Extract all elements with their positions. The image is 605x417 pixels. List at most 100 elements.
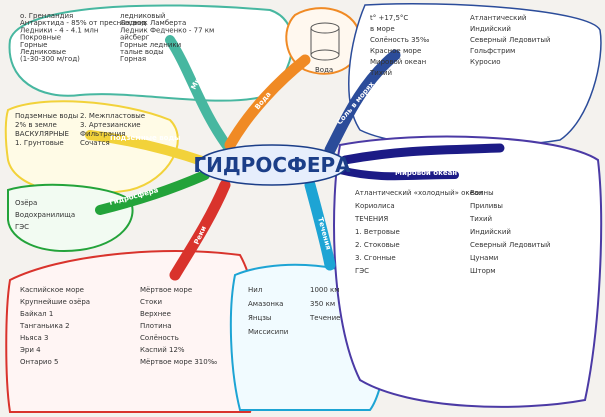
arrow-yellow <box>85 130 210 167</box>
top_left-note: Горная <box>120 55 146 63</box>
yellow-region <box>4 100 179 195</box>
branch-arrows <box>85 35 505 281</box>
orange-cylinder-icon <box>310 22 340 61</box>
green-region <box>7 183 134 252</box>
blue-note: Тихий <box>369 69 392 77</box>
arrow-orange <box>224 54 311 151</box>
arrow-red <box>169 179 231 281</box>
cyan-note: Янцзы <box>248 314 271 322</box>
red-region <box>5 250 260 413</box>
red-note: Эри 4 <box>20 346 41 354</box>
yellow-note: Фильтрация <box>80 130 126 138</box>
top_left-note: Горные ледники <box>120 41 181 49</box>
arrow-yellow-label: Подземные воды <box>110 134 180 142</box>
navy-region <box>333 135 603 408</box>
red-note: Танганьика 2 <box>19 322 70 330</box>
top_left-note: талые воды <box>120 48 164 56</box>
navy-text: Атлантический «холодный» океанКориолисаТ… <box>354 189 550 275</box>
yellow-note: Сочатся <box>80 139 110 147</box>
navy-note: Приливы <box>470 202 503 210</box>
cyan-note: Миссисипи <box>248 328 288 336</box>
top_left-note: (1-30-300 м/год) <box>20 55 80 63</box>
orange-text: Вода <box>315 66 333 74</box>
green-note: Озёра <box>15 199 37 207</box>
navy-note: Атлантический «холодный» океан <box>355 189 483 197</box>
green-note: Водохранилища <box>15 211 75 219</box>
cyan-note: Амазонка <box>248 300 283 308</box>
blue-note: Индийский <box>470 25 511 33</box>
yellow-note: ВАСКУЛЯРНЫЕ <box>15 130 69 138</box>
navy-note: ТЕЧЕНИЯ <box>354 215 388 223</box>
yellow-note: 1. Грунтовые <box>15 139 64 147</box>
yellow-note: 2% в земле <box>15 121 57 129</box>
cyan-note: Нил <box>248 286 262 294</box>
yellow-note: 2. Межпластовые <box>80 112 145 120</box>
navy-note: ГЭС <box>355 267 369 275</box>
top_left-note: Горные <box>20 41 47 49</box>
red-note: Крупнейшие озёра <box>20 298 90 306</box>
orange-note: Вода <box>315 66 333 74</box>
blue-note: Куросио <box>470 58 501 66</box>
blue-note: в море <box>370 25 395 33</box>
blue-note: Северный Ледовитый <box>470 36 550 44</box>
top_left-note: о. Гренландия <box>20 12 73 20</box>
navy-note: Индийский <box>470 228 511 236</box>
arrow-green <box>95 170 210 215</box>
red-note: Верхнее <box>140 310 171 318</box>
red-note: Каспий 12% <box>140 346 185 354</box>
cyan-note: 350 км <box>310 300 335 308</box>
navy-note: Тихий <box>469 215 492 223</box>
arrow-cyan <box>304 179 336 271</box>
blue-note: Солёность 35‰ <box>370 36 430 44</box>
navy-note: 2. Стоковые <box>355 241 400 249</box>
navy-note: Северный Ледовитый <box>470 241 550 249</box>
top_left-note: айсберг <box>120 34 150 42</box>
arrow-blue <box>324 49 401 156</box>
navy-note: Кориолиса <box>355 202 395 210</box>
blue-note: t° +17,5°C <box>370 14 408 22</box>
red-note: Стоки <box>140 298 162 306</box>
yellow-note: 3. Артезианские <box>80 121 141 129</box>
navy-note: Волны <box>470 189 494 197</box>
navy-note: Цунами <box>470 254 498 262</box>
blue-note: Мировой океан <box>370 58 426 66</box>
navy-note: 1. Ветровые <box>355 228 400 236</box>
green-note: ГЭС <box>15 223 29 231</box>
red-note: Мёртвое море <box>140 286 192 294</box>
blue-note: Красное море <box>370 47 421 55</box>
top_left-note: Антарктида - 85% от пресных вод <box>20 19 147 27</box>
red-note: Плотина <box>140 322 172 330</box>
red-note: Мёртвое море 310‰ <box>140 358 218 366</box>
red-note: Каспийское море <box>20 286 84 294</box>
red-note: Солёность <box>140 334 179 342</box>
central-node: ГИДРОСФЕРА <box>193 144 351 186</box>
top_left-note: Покровные <box>20 34 61 42</box>
red-note: Онтарио 5 <box>20 358 58 366</box>
blue-note: Гольфстрим <box>470 47 515 55</box>
top_left-note: Ледниковые <box>20 48 66 56</box>
top_left-note: ледниковый <box>120 12 165 20</box>
arrow-navy-label: Мировой океан <box>395 169 457 177</box>
arrow-top-left <box>165 35 235 155</box>
arrow-navy-top <box>340 143 505 165</box>
central-title: ГИДРОСФЕРА <box>193 153 351 177</box>
arrow-navy <box>336 166 459 181</box>
yellow-note: Подземные воды <box>15 112 78 120</box>
navy-note: 3. Сгонные <box>355 254 396 262</box>
arrow-red-label: Реки <box>193 225 209 246</box>
top_left-note: Ледник Федченко - 77 км <box>120 26 214 34</box>
cyan-note: 1000 км <box>310 286 340 294</box>
top_left-note: Ледник Ламберта <box>120 19 186 27</box>
blue-note: Атлантический <box>470 14 526 22</box>
cyan-note: Течение <box>309 314 340 322</box>
red-note: Байкал 1 <box>20 310 53 318</box>
top_left-note: Ледники - 4 - 4.1 млн <box>20 26 98 34</box>
